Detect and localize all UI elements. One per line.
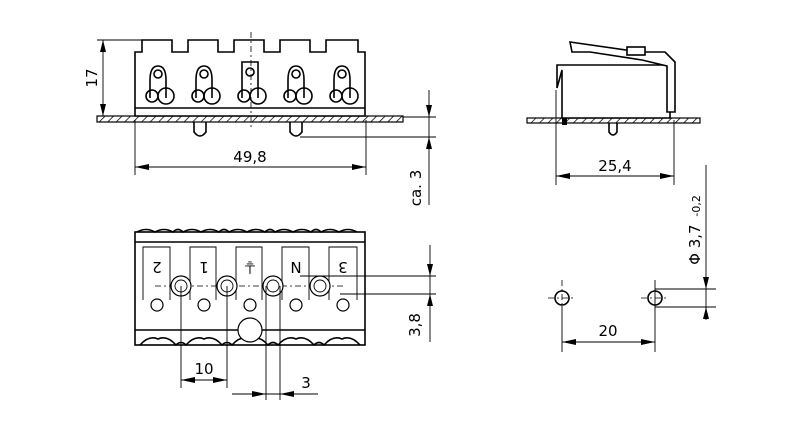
drilling-pattern: 20 Φ 3,7 -0,2 <box>548 165 716 352</box>
front-view: 17 49,8 ca. 3 <box>83 32 436 206</box>
hole-spacing-dimension: 20 <box>598 322 617 340</box>
release-holes <box>150 298 350 312</box>
terminal-screws <box>145 61 359 105</box>
bottom-view: 2 1 ⏚ N 3 3,8 10 3 <box>134 228 436 400</box>
connector-body-side <box>556 64 671 119</box>
snap-clip-left <box>193 122 207 137</box>
mounting-panel <box>96 115 404 123</box>
height-dimension: 17 <box>83 68 101 87</box>
pitch-dimension: 10 <box>194 360 213 378</box>
terminal-label-3: 3 <box>338 258 348 276</box>
snap-clip-right <box>289 122 303 137</box>
width-dimension: 49,8 <box>233 148 266 166</box>
terminal-label-1: 1 <box>199 258 209 276</box>
hole-diameter-dimension: Φ 3,7 <box>686 224 704 264</box>
hole-offset-dimension: 3,8 <box>406 313 424 337</box>
depth-dimension: 25,4 <box>598 157 631 175</box>
release-lever <box>568 41 676 113</box>
snap-pin <box>237 317 263 343</box>
offset-dimension: 3 <box>301 374 311 392</box>
panel-thickness-dimension: ca. 3 <box>407 170 425 207</box>
hole-diameter-tolerance: -0,2 <box>690 195 703 216</box>
terminal-label-2: 2 <box>152 258 162 276</box>
side-view: 25,4 <box>526 41 701 185</box>
terminal-label-earth: ⏚ <box>242 258 257 276</box>
terminal-label-n: N <box>290 258 301 276</box>
connector-body <box>134 39 366 117</box>
svg-text:Φ 3,7 -0,2: Φ 3,7 -0,2 <box>686 195 704 265</box>
